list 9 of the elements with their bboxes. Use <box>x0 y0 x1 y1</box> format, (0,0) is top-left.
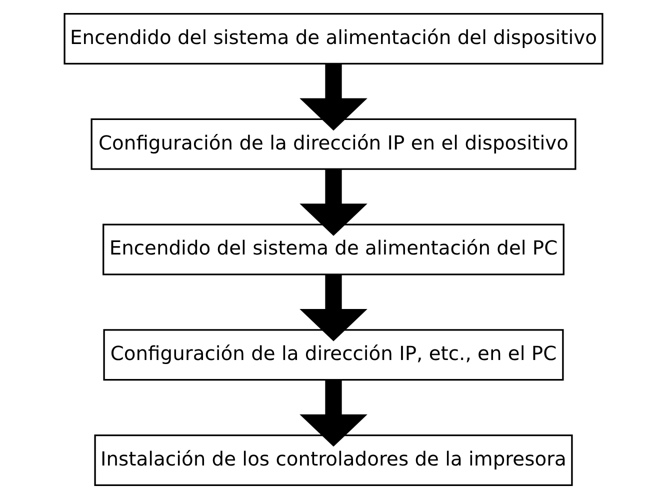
node-box: Instalación de los controladores de la impresora <box>94 434 573 486</box>
node-box: Configuración de la dirección IP en el dispositivo <box>90 118 576 170</box>
arrow <box>300 64 368 131</box>
node-box: Encendido del sistema de alimentación del PC <box>102 224 564 276</box>
arrow <box>300 274 368 342</box>
node-box: Encendido del sistema de alimentación del dispositivo <box>64 12 604 65</box>
arrow <box>300 380 368 447</box>
arrow <box>300 169 368 236</box>
node-box: Configuración de la dirección IP, etc., en el PC <box>103 329 564 381</box>
